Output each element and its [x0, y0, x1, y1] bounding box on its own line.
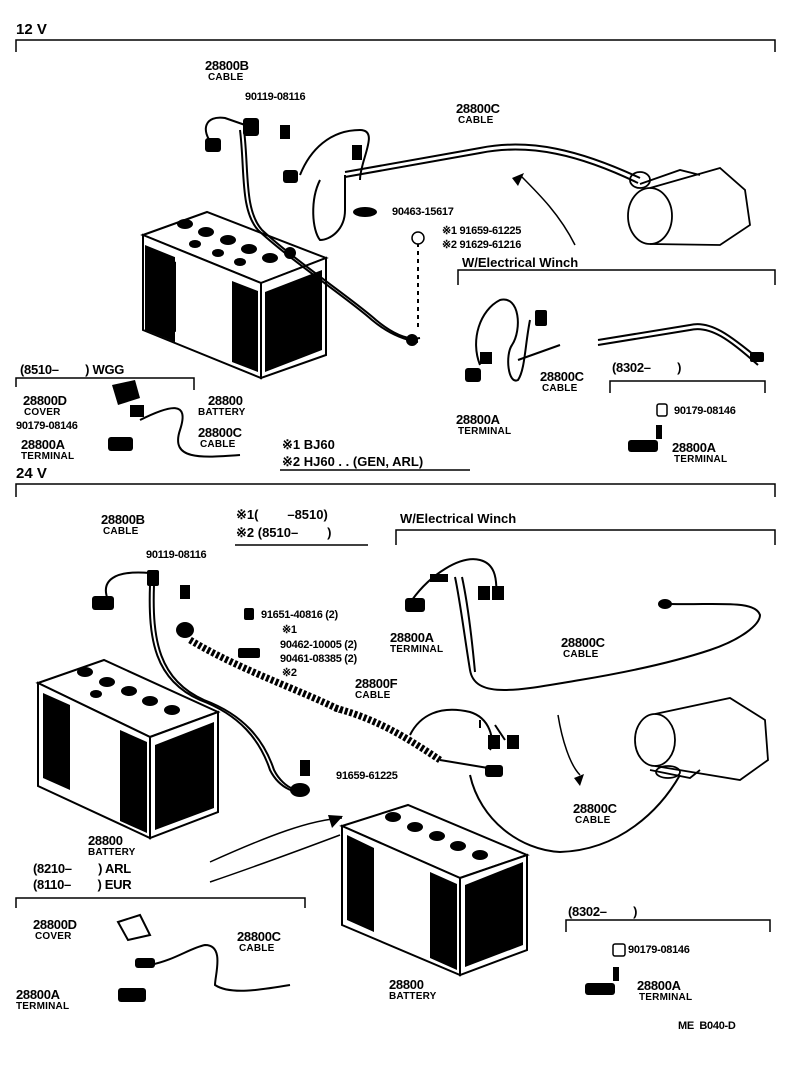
- cables-12v: [204, 116, 641, 343]
- part-28800a-24v-winch[interactable]: 28800A: [390, 630, 434, 645]
- part-28800a-12v-left-name: TERMINAL: [21, 451, 75, 462]
- mark-1-24v: ※1: [282, 624, 297, 636]
- part-28800a-12v-right-name: TERMINAL: [674, 454, 728, 465]
- legend-2: ※2 HJ60 . . (GEN, ARL): [282, 454, 424, 469]
- starter-motor-12v: [627, 166, 751, 246]
- part-28800c-24v-small-name: CABLE: [239, 943, 275, 954]
- winch-label-12v: W/Electrical Winch: [462, 255, 579, 270]
- range-8302-12v: (8302– ): [612, 360, 682, 375]
- range-2-24v: ※2 (8510– ): [236, 525, 332, 540]
- part-28800a-12v-left[interactable]: 28800A: [21, 437, 65, 452]
- legend-1: ※1 BJ60: [282, 437, 335, 452]
- part-28800c-24v-small[interactable]: 28800C: [237, 929, 281, 944]
- part-90463-12v[interactable]: 90463-15617: [392, 206, 454, 218]
- part-28800a-24v-left[interactable]: 28800A: [16, 987, 60, 1002]
- battery-24v-right-name: BATTERY: [389, 991, 437, 1002]
- part-28800c-12v-winch[interactable]: 28800C: [540, 369, 584, 384]
- part-28800c-12v[interactable]: 28800C: [456, 101, 500, 116]
- part-90461-24v[interactable]: 90461-08385 (2): [280, 653, 357, 665]
- section-24v-frame: [15, 483, 776, 932]
- part-90179-24v[interactable]: 90179-08146: [628, 944, 690, 956]
- part-28800c-12v-winch-name: CABLE: [542, 383, 578, 394]
- part-91651-24v[interactable]: 91651-40816 (2): [261, 609, 338, 621]
- battery-12v-illustration: [140, 210, 329, 380]
- range-1-24v: ※1( –8510): [236, 507, 328, 522]
- part-28800d-24v[interactable]: 28800D: [33, 917, 77, 932]
- range-arl-24v: (8210– ) ARL: [33, 861, 131, 876]
- part-28800a-24v-winch-name: TERMINAL: [390, 644, 444, 655]
- part-28800a-12v-right[interactable]: 28800A: [672, 440, 716, 455]
- part-90462-24v[interactable]: 90462-10005 (2): [280, 639, 357, 651]
- part-28800d-24v-name: COVER: [35, 931, 72, 942]
- part-28800b-24v[interactable]: 28800B: [101, 512, 145, 527]
- battery-12v-label[interactable]: 28800: [208, 393, 243, 408]
- part-28800c-12v-name: CABLE: [458, 115, 494, 126]
- winch-label-24v: W/Electrical Winch: [400, 511, 517, 526]
- part-28800a-24v-right[interactable]: 28800A: [637, 978, 681, 993]
- note-2-12v: ※2 91629-61216: [442, 239, 522, 251]
- part-90179-12v-right[interactable]: 90179-08146: [674, 405, 736, 417]
- part-28800c-24v-winch[interactable]: 28800C: [561, 635, 605, 650]
- range-eur-24v: (8110– ) EUR: [33, 877, 132, 892]
- part-28800d-12v[interactable]: 28800D: [23, 393, 67, 408]
- note-1-12v: ※1 91659-61225: [442, 225, 522, 237]
- mark-2-24v: ※2: [282, 667, 297, 679]
- part-28800c-12v-small-name: CABLE: [200, 439, 236, 450]
- section-label-24v: 24 V: [16, 465, 47, 482]
- part-28800f-24v[interactable]: 28800F: [355, 676, 398, 691]
- section-12v-frame: [15, 39, 776, 52]
- part-28800b-12v-name: CABLE: [208, 72, 244, 83]
- diagram-code: ME B040-D: [678, 1020, 736, 1032]
- part-28800b-24v-name: CABLE: [103, 526, 139, 537]
- part-28800a-12v-winch[interactable]: 28800A: [456, 412, 500, 427]
- wgg-box-12v: [15, 377, 195, 390]
- part-28800f-24v-name: CABLE: [355, 690, 391, 701]
- battery-24v-right-label[interactable]: 28800: [389, 977, 424, 992]
- part-28800c-24v-main-name: CABLE: [575, 815, 611, 826]
- battery-24v-left-name: BATTERY: [88, 847, 136, 858]
- terminal-clamps-24v: [92, 570, 672, 1002]
- battery-12v-name: BATTERY: [198, 407, 246, 418]
- winch-box-12v: [457, 269, 776, 393]
- battery-24v-left: [35, 658, 221, 840]
- terminal-clamps-12v: [205, 118, 425, 346]
- cables-24v: [105, 558, 762, 883]
- battery-24v-left-label[interactable]: 28800: [88, 833, 123, 848]
- part-28800a-12v-winch-name: TERMINAL: [458, 426, 512, 437]
- part-90119-24v[interactable]: 90119-08116: [146, 549, 207, 561]
- section-label-12v: 12 V: [16, 21, 47, 38]
- part-28800a-24v-right-name: TERMINAL: [639, 992, 693, 1003]
- winch-cables-12v: [475, 298, 761, 382]
- part-28800a-24v-left-name: TERMINAL: [16, 1001, 70, 1012]
- part-28800d-12v-name: COVER: [24, 407, 61, 418]
- battery-24v-right: [339, 803, 530, 977]
- part-28800c-12v-small[interactable]: 28800C: [198, 425, 242, 440]
- range-8302-24v: (8302– ): [568, 904, 638, 919]
- part-90179-12v-left[interactable]: 90179-08146: [16, 420, 78, 432]
- part-91659-24v[interactable]: 91659-61225: [336, 770, 398, 782]
- part-28800c-24v-winch-name: CABLE: [563, 649, 599, 660]
- part-28800c-24v-main[interactable]: 28800C: [573, 801, 617, 816]
- starter-motor-24v: [634, 697, 769, 781]
- cover-terminal-12v: [108, 380, 144, 451]
- part-28800b-12v[interactable]: 28800B: [205, 58, 249, 73]
- part-90119-12v[interactable]: 90119-08116: [245, 91, 306, 103]
- range-wgg-12v: (8510– ) WGG: [20, 362, 125, 377]
